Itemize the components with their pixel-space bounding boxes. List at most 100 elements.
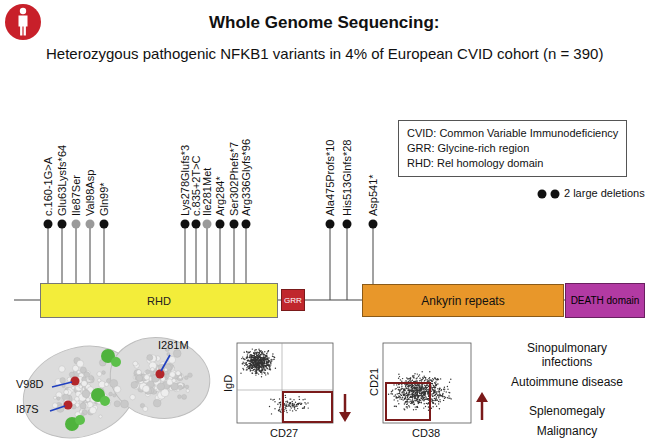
flow-dot xyxy=(292,410,293,411)
flow-dot xyxy=(408,385,409,386)
flow-dot xyxy=(256,355,257,356)
flow-dot xyxy=(254,356,255,357)
flow-dot xyxy=(259,359,260,360)
structure-atom xyxy=(77,370,80,373)
flow-dot xyxy=(424,380,425,381)
flow-dot xyxy=(398,389,399,390)
flow-dot xyxy=(427,399,428,400)
structure-atom xyxy=(99,415,102,418)
flow-dot xyxy=(291,404,292,405)
flow-dot xyxy=(431,391,432,392)
flow-dot xyxy=(271,360,272,361)
flow-dot xyxy=(418,402,419,403)
flow-dot xyxy=(435,387,436,388)
flow-dot xyxy=(416,387,417,388)
flow-dot xyxy=(249,361,250,362)
flow-dot xyxy=(419,390,420,391)
flow-dot xyxy=(447,397,448,398)
flow-dot xyxy=(394,406,395,407)
flow-dot xyxy=(439,399,440,400)
flow-dot xyxy=(271,413,272,414)
flow-dot xyxy=(285,401,286,402)
flow-dot xyxy=(421,397,422,398)
flow-dot xyxy=(258,364,259,365)
flow-dot xyxy=(304,407,305,408)
flow-dot xyxy=(268,360,269,361)
flow-dot xyxy=(431,381,432,382)
flow-dot xyxy=(390,393,391,394)
flow-dot xyxy=(409,390,410,391)
flow-dot xyxy=(426,391,427,392)
axis-label: CD38 xyxy=(412,427,440,439)
flow-dot xyxy=(435,385,436,386)
structure-atom xyxy=(178,385,183,390)
flow-dot xyxy=(415,397,416,398)
green-residues xyxy=(75,415,85,425)
flow-dot xyxy=(252,359,253,360)
flow-dot xyxy=(433,391,434,392)
flow-dot xyxy=(416,380,417,381)
flow-dot xyxy=(417,387,418,388)
flow-dot xyxy=(253,363,254,364)
flow-dot xyxy=(432,378,433,379)
flow-dot xyxy=(415,390,416,391)
flow-dot xyxy=(407,401,408,402)
variant-label: Ile87Ser xyxy=(70,175,82,216)
flow-dot xyxy=(266,365,267,366)
flow-dot xyxy=(421,398,422,399)
flow-dot xyxy=(268,361,269,362)
flow-dot xyxy=(420,395,421,396)
flow-dot xyxy=(392,389,393,390)
flow-dot xyxy=(251,368,252,369)
flow-dot xyxy=(412,402,413,403)
flow-dot xyxy=(423,389,424,390)
flow-dot xyxy=(395,405,396,406)
flow-dot xyxy=(244,358,245,359)
flow-dot xyxy=(265,365,266,366)
flow-dot xyxy=(422,384,423,385)
structure-texture xyxy=(52,347,192,422)
flow-dot xyxy=(258,368,259,369)
flow-dot xyxy=(258,369,259,370)
flow-dot xyxy=(266,363,267,364)
flow-dot xyxy=(420,388,421,389)
flow-dot xyxy=(256,371,257,372)
flow-dot xyxy=(263,369,264,370)
flow-dot xyxy=(280,405,281,406)
structure-atom xyxy=(188,373,193,378)
structure-lobe xyxy=(104,330,216,426)
flow-dot xyxy=(422,396,423,397)
flow-dot xyxy=(422,397,423,398)
flow-dot xyxy=(404,389,405,390)
flow-dot xyxy=(422,395,423,396)
flow-dot xyxy=(410,377,411,378)
flow-dot xyxy=(245,363,246,364)
flow-dot xyxy=(268,361,269,362)
flow-dot xyxy=(402,391,403,392)
flow-dot xyxy=(254,358,255,359)
flow-dot xyxy=(412,388,413,389)
residue-label: I281M xyxy=(158,339,189,351)
flow-dot xyxy=(260,360,261,361)
flow-dot xyxy=(388,394,389,395)
flow-dot xyxy=(426,387,427,388)
flow-dot xyxy=(266,367,267,368)
flow-dot xyxy=(418,400,419,401)
flow-dot xyxy=(252,363,253,364)
flow-dot xyxy=(307,402,308,403)
flow-dot xyxy=(260,359,261,360)
flow-dot xyxy=(412,394,413,395)
icon-circle xyxy=(5,4,41,40)
flow-dot xyxy=(252,366,253,367)
flow-dot xyxy=(422,385,423,386)
flow-dot xyxy=(308,407,309,408)
flow-dot xyxy=(279,402,280,403)
flow-dot xyxy=(414,388,415,389)
flow-dot xyxy=(431,388,432,389)
flow-dot xyxy=(404,389,405,390)
flow-dot xyxy=(248,368,249,369)
flow-dot xyxy=(395,394,396,395)
flow-dot xyxy=(278,410,279,411)
flow-dot xyxy=(419,400,420,401)
flow-dot xyxy=(255,358,256,359)
